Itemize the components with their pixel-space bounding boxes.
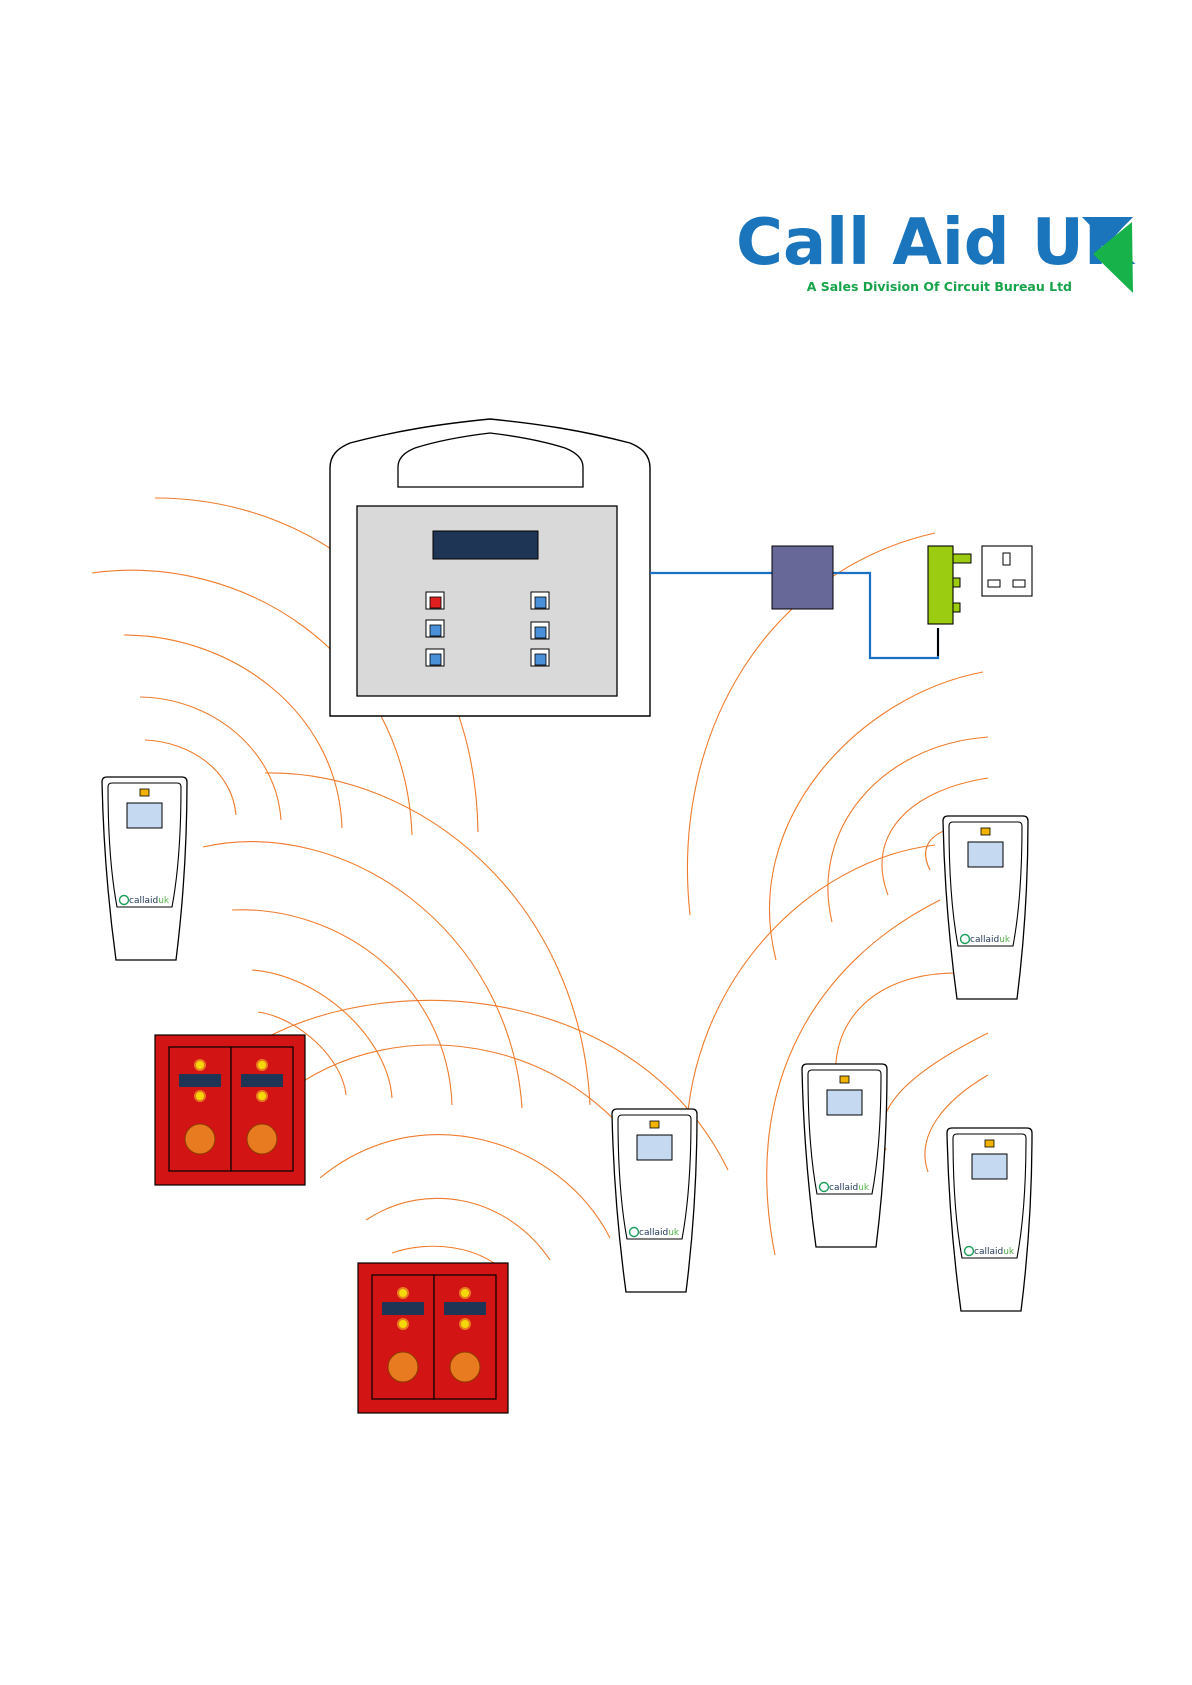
plug-adapter — [928, 546, 953, 624]
base-unit — [330, 419, 650, 716]
call-aid-uk-logo: Call Aid UK A Sales Division Of Circuit … — [736, 206, 1136, 294]
pager-brand: callaiduk — [970, 935, 1011, 945]
cable — [833, 573, 938, 658]
pager: callaiduk — [947, 1128, 1032, 1311]
logo-subtitle: A Sales Division Of Circuit Bureau Ltd — [807, 279, 1072, 294]
lcd-display — [433, 531, 538, 559]
power-connection — [650, 546, 1032, 658]
pager: callaiduk — [802, 1064, 887, 1247]
pager: callaiduk — [612, 1109, 697, 1292]
interface-box — [772, 546, 833, 609]
wall-socket-icon — [982, 546, 1032, 596]
pager: callaiduk — [943, 816, 1028, 999]
call-point — [358, 1263, 508, 1413]
logo-title: Call Aid UK — [736, 206, 1136, 280]
pager-brand: callaiduk — [829, 1183, 870, 1193]
pager-brand: callaiduk — [639, 1228, 680, 1238]
alarm-button-red — [430, 597, 441, 608]
pager-brand: callaiduk — [129, 896, 170, 906]
pager: callaiduk — [102, 777, 187, 960]
call-point — [155, 1035, 305, 1185]
pager-brand: callaiduk — [974, 1247, 1015, 1257]
